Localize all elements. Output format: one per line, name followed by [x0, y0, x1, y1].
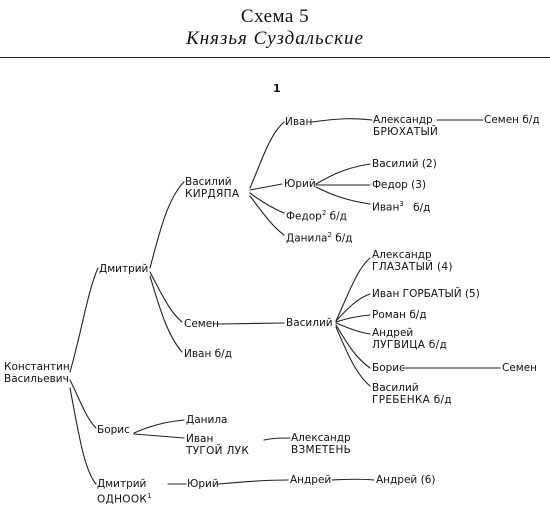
- node-andrey-lugvitsa-nick: ЛУГВИЦА б/д: [372, 339, 448, 351]
- node-andrey-6: Андрей (6): [376, 474, 436, 486]
- edge-kird-ivan: [249, 121, 285, 189]
- scheme-subtitle: Князья Суздальские: [186, 28, 364, 49]
- node-ivan-3-bd: б/д: [413, 201, 431, 214]
- node-fedor-3: Федор (3): [372, 179, 427, 191]
- node-dmitry-odnook-footnote: 1: [147, 492, 152, 500]
- node-ivan-3-footnote: 3: [399, 200, 404, 208]
- node-fedor-2-name: Федор: [286, 210, 322, 223]
- edge-vasily-roman: [335, 314, 371, 323]
- node-semen-bd-a: Семен б/д: [484, 114, 540, 126]
- node-alexandr-bryukhaty-name: Александр: [373, 114, 433, 126]
- node-alexandr-bryukhaty-nick: БРЮХАТЫЙ: [373, 126, 439, 138]
- header-rule: [0, 57, 550, 58]
- node-danila: Данила: [186, 414, 228, 426]
- edge-boris-danila: [133, 419, 185, 434]
- node-vasily-grebenka: Василий ГРЕБЕНКА б/д: [372, 382, 452, 406]
- node-andrey-b: Андрей: [290, 474, 332, 486]
- node-dmitry-odnook-name: Дмитрий: [97, 478, 147, 490]
- edge-konstantin-boris: [69, 379, 97, 429]
- node-ivan-bd: Иван б/д: [184, 348, 232, 360]
- node-ivan-gorbaty: Иван ГОРБАТЫЙ (5): [372, 288, 480, 300]
- node-fedor-2: Федор2 б/д: [286, 207, 347, 223]
- edge-vasily-alexandr-g: [335, 257, 371, 322]
- node-yury-b: Юрий: [187, 478, 219, 490]
- node-ivan-3: Иван3 б/д: [372, 198, 430, 214]
- edge-yury-vasily2: [315, 163, 371, 185]
- node-dmitry-odnook-nick: ОДНООК: [97, 493, 148, 506]
- edge-vasily-boris: [335, 324, 371, 369]
- node-alexandr-vzmeten: Александр ВЗМЕТЕНЬ: [291, 432, 351, 456]
- edge-konstantin-dmitry-odnook: [69, 387, 97, 485]
- node-konstantin-patronymic: Васильевич: [4, 373, 69, 385]
- edge-vasily-vasily-g: [335, 326, 371, 387]
- node-fedor-2-bd: б/д: [329, 210, 347, 223]
- node-alexandr-vzmeten-name: Александр: [291, 432, 351, 444]
- node-semen-mid: Семен: [184, 318, 220, 330]
- node-roman: Роман б/д: [372, 309, 427, 321]
- edge-ivan-alexandr: [311, 118, 373, 123]
- edge-dmitry-ivan-bd: [149, 275, 183, 353]
- node-vasily-kirdyapa-name: Василий: [185, 176, 232, 188]
- node-ivan-tugoy-luk-nick: ТУГОЙ ЛУК: [186, 445, 250, 457]
- node-yury-a: Юрий: [284, 178, 316, 190]
- node-alexandr-vzmeten-nick: ВЗМЕТЕНЬ: [291, 444, 352, 456]
- node-ivan-a: Иван: [285, 116, 313, 128]
- node-vasily-mid: Василий: [286, 317, 333, 329]
- node-konstantin-name: Константин: [4, 361, 70, 373]
- node-vasily-grebenka-name: Василий: [372, 382, 419, 394]
- node-ivan-tugoy-luk-name: Иван: [186, 433, 214, 445]
- edge-konstantin-dmitry: [69, 267, 99, 373]
- node-danila-2: Данила2 б/д: [286, 229, 353, 245]
- edge-yury-ivan3: [315, 186, 371, 205]
- node-andrey-lugvitsa-name: Андрей: [372, 327, 414, 339]
- node-dmitry-odnook: Дмитрий ОДНООК1: [97, 478, 152, 506]
- node-andrey-lugvitsa: Андрей ЛУГВИЦА б/д: [372, 327, 447, 351]
- scheme-number: 1: [273, 82, 281, 95]
- node-semen-end: Семен: [502, 362, 538, 374]
- node-konstantin: Константин Васильевич: [4, 361, 70, 385]
- node-vasily-2: Василий (2): [372, 158, 437, 170]
- node-ivan-tugoy-luk: Иван ТУГОЙ ЛУК: [186, 433, 249, 457]
- edge-kird-fedor: [249, 192, 285, 214]
- node-dmitry: Дмитрий: [99, 263, 149, 275]
- node-vasily-kirdyapa: Василий КИРДЯПА: [185, 176, 239, 200]
- edge-boris-ivan-t: [133, 433, 185, 439]
- edge-dmitry-vasily-k: [149, 181, 185, 269]
- node-vasily-grebenka-nick: ГРЕБЕНКА б/д: [372, 394, 452, 406]
- edge-dmitry-semen: [149, 271, 183, 323]
- edge-vasily-ivan-gorb: [335, 293, 371, 322]
- node-fedor-2-footnote: 2: [321, 209, 327, 217]
- edge-ivan-t-alexandr-v: [263, 437, 291, 441]
- node-danila-2-footnote: 2: [327, 231, 332, 239]
- node-danila-2-name: Данила: [286, 232, 328, 245]
- scheme-title: Схема 5: [240, 6, 310, 27]
- node-vasily-kirdyapa-nick: КИРДЯПА: [185, 188, 240, 200]
- node-boris: Борис: [97, 424, 130, 436]
- node-alexandr-glazaty: Александр ГЛАЗАТЫЙ (4): [372, 249, 453, 273]
- edge-semen-vasily: [217, 322, 285, 325]
- node-alexandr-glazaty-nick: ГЛАЗАТЫЙ (4): [372, 261, 453, 273]
- edge-vasily-andrey-l: [335, 322, 371, 335]
- node-ivan-3-name: Иван: [372, 201, 400, 214]
- edge-yury-andrey: [217, 479, 289, 485]
- edge-andrey-andrey6: [331, 478, 375, 481]
- node-boris-small: Борис: [372, 362, 405, 374]
- node-alexandr-glazaty-name: Александр: [372, 249, 432, 261]
- edge-kird-yury: [249, 183, 283, 191]
- node-alexandr-bryukhaty: Александр БРЮХАТЫЙ: [373, 114, 438, 138]
- edge-kird-danila: [249, 195, 285, 236]
- node-danila-2-bd: б/д: [335, 232, 353, 245]
